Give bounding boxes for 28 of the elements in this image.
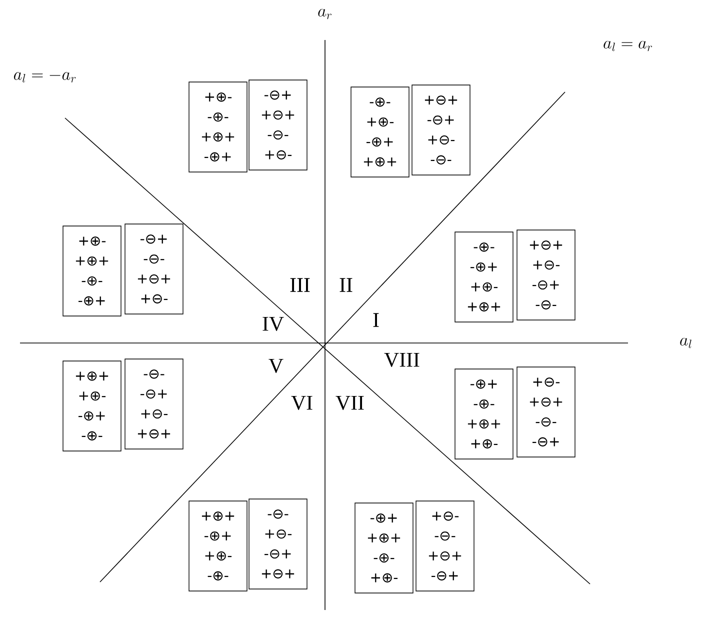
- sign-box: +⊕- +⊕+ -⊕- -⊕+: [62, 226, 122, 316]
- sign-box: -⊕+ +⊕+ -⊕- +⊕-: [354, 502, 414, 594]
- sign-box: -⊕- +⊕- -⊕+ +⊕+: [350, 86, 410, 178]
- sign-box: +⊖- +⊖+ -⊖- -⊖+: [516, 366, 576, 458]
- axis-label: $a_r$: [318, 8, 332, 20]
- axis-label: $a_l = -a_r$: [14, 72, 76, 82]
- region-numeral: I: [373, 313, 379, 327]
- region-numeral: III: [290, 278, 310, 292]
- region-numeral: VI: [291, 396, 312, 410]
- sign-box: -⊕- -⊕+ +⊕- +⊕+: [454, 232, 514, 322]
- axis-label: $a_l = a_r$: [604, 40, 652, 52]
- sign-box: +⊖+ +⊖- -⊖+ -⊖-: [516, 230, 576, 320]
- region-numeral: II: [340, 278, 352, 292]
- sign-box: +⊖- -⊖- +⊖+ -⊖+: [416, 500, 474, 592]
- sign-box: +⊕+ +⊕- -⊕+ -⊕-: [62, 360, 122, 452]
- region-numeral: VIII: [384, 352, 420, 367]
- sign-box: -⊕+ -⊕- +⊕+ +⊕-: [454, 368, 514, 460]
- sign-box: +⊕+ -⊕+ +⊕- -⊕-: [188, 500, 248, 592]
- sign-box: -⊖- -⊖+ +⊖- +⊖+: [124, 358, 184, 450]
- sign-box: -⊖+ -⊖- +⊖+ +⊖-: [124, 224, 184, 314]
- sign-box: +⊖+ -⊖+ +⊖- -⊖-: [412, 84, 470, 176]
- region-numeral: VII: [336, 396, 364, 410]
- region-numeral: V: [268, 358, 284, 373]
- sign-box: +⊕- -⊕- +⊕+ -⊕+: [188, 82, 248, 172]
- axis-label: $a_l$: [680, 338, 692, 348]
- sign-box: -⊖+ +⊖+ -⊖- +⊖-: [248, 80, 308, 170]
- sign-box: -⊖- +⊖- -⊖+ +⊖+: [248, 498, 308, 590]
- region-numeral: IV: [262, 316, 284, 331]
